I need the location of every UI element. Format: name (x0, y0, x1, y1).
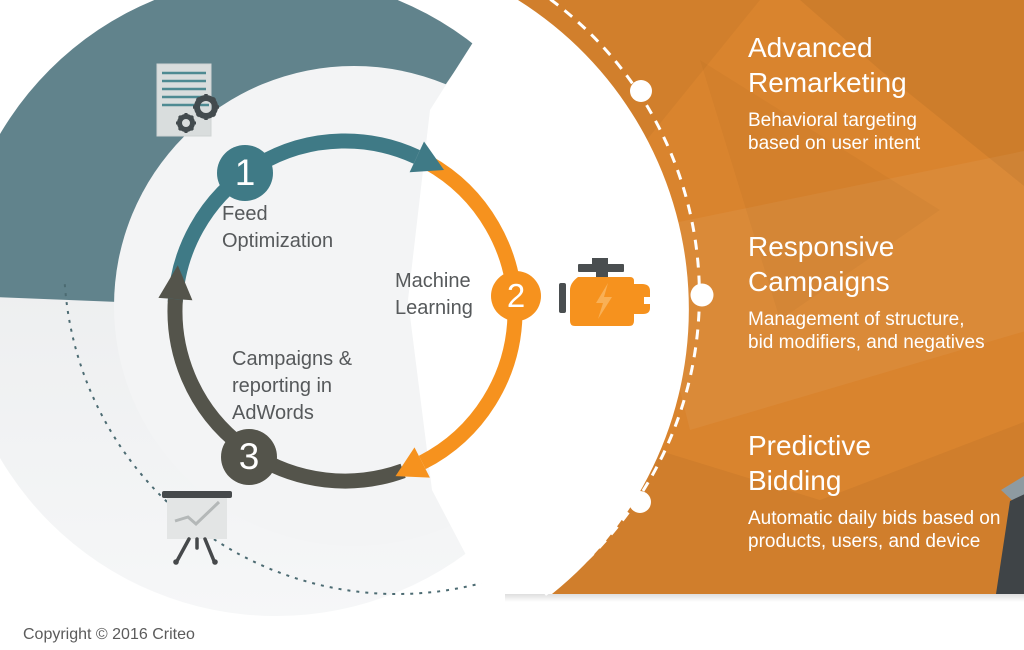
feature-title: Predictive Bidding (748, 430, 871, 496)
orange-arrowhead-icon (395, 447, 430, 478)
feature-advanced-remarketing: Advanced Remarketing Behavioral targetin… (748, 30, 1018, 155)
step-1-badge (217, 145, 273, 201)
cycle-ring (158, 133, 541, 489)
feature-description: Behavioral targeting based on user inten… (748, 110, 921, 154)
step-2-label: Machine Learning (395, 270, 473, 319)
step-3-label: Campaigns & reporting in AdWords (232, 348, 353, 424)
feature-title: Advanced Remarketing (748, 32, 907, 98)
gray-arrowhead-icon (158, 265, 193, 301)
orange-panel (518, 0, 1024, 594)
engine-icon (559, 258, 650, 326)
feature-responsive-campaigns: Responsive Campaigns Management of struc… (748, 229, 1018, 354)
step-1-number: 1 (234, 151, 256, 193)
orange-panel-texture (552, 0, 1024, 594)
copyright-text: Copyright © 2016 Criteo (23, 626, 195, 643)
feature-description: Management of structure, bid modifiers, … (748, 309, 985, 353)
flipchart-icon (162, 491, 232, 565)
teal-arrowhead-icon (409, 141, 444, 173)
dashed-orbit-dark (63, 284, 501, 595)
gear-large-icon (193, 94, 219, 120)
feature-dot-2 (690, 283, 714, 307)
feature-title: Responsive Campaigns (748, 231, 895, 297)
lightning-bolt-icon (596, 283, 612, 319)
corner-dark-accent (996, 494, 1024, 594)
orange-panel-shadow (505, 594, 1024, 602)
step-1-label: Feed Optimization (222, 203, 334, 252)
document-gears-icon (156, 63, 219, 137)
gear-small-icon (176, 113, 196, 133)
step-2-badge (491, 271, 541, 321)
step-3-number: 3 (238, 435, 260, 477)
feature-predictive-bidding: Predictive Bidding Automatic daily bids … (748, 428, 1018, 553)
step-3-badge (221, 429, 277, 485)
feature-dot-1 (630, 80, 652, 102)
feature-dot-3 (629, 491, 651, 513)
feature-description: Automatic daily bids based on products, … (748, 508, 1001, 552)
step-2-number: 2 (506, 276, 526, 314)
